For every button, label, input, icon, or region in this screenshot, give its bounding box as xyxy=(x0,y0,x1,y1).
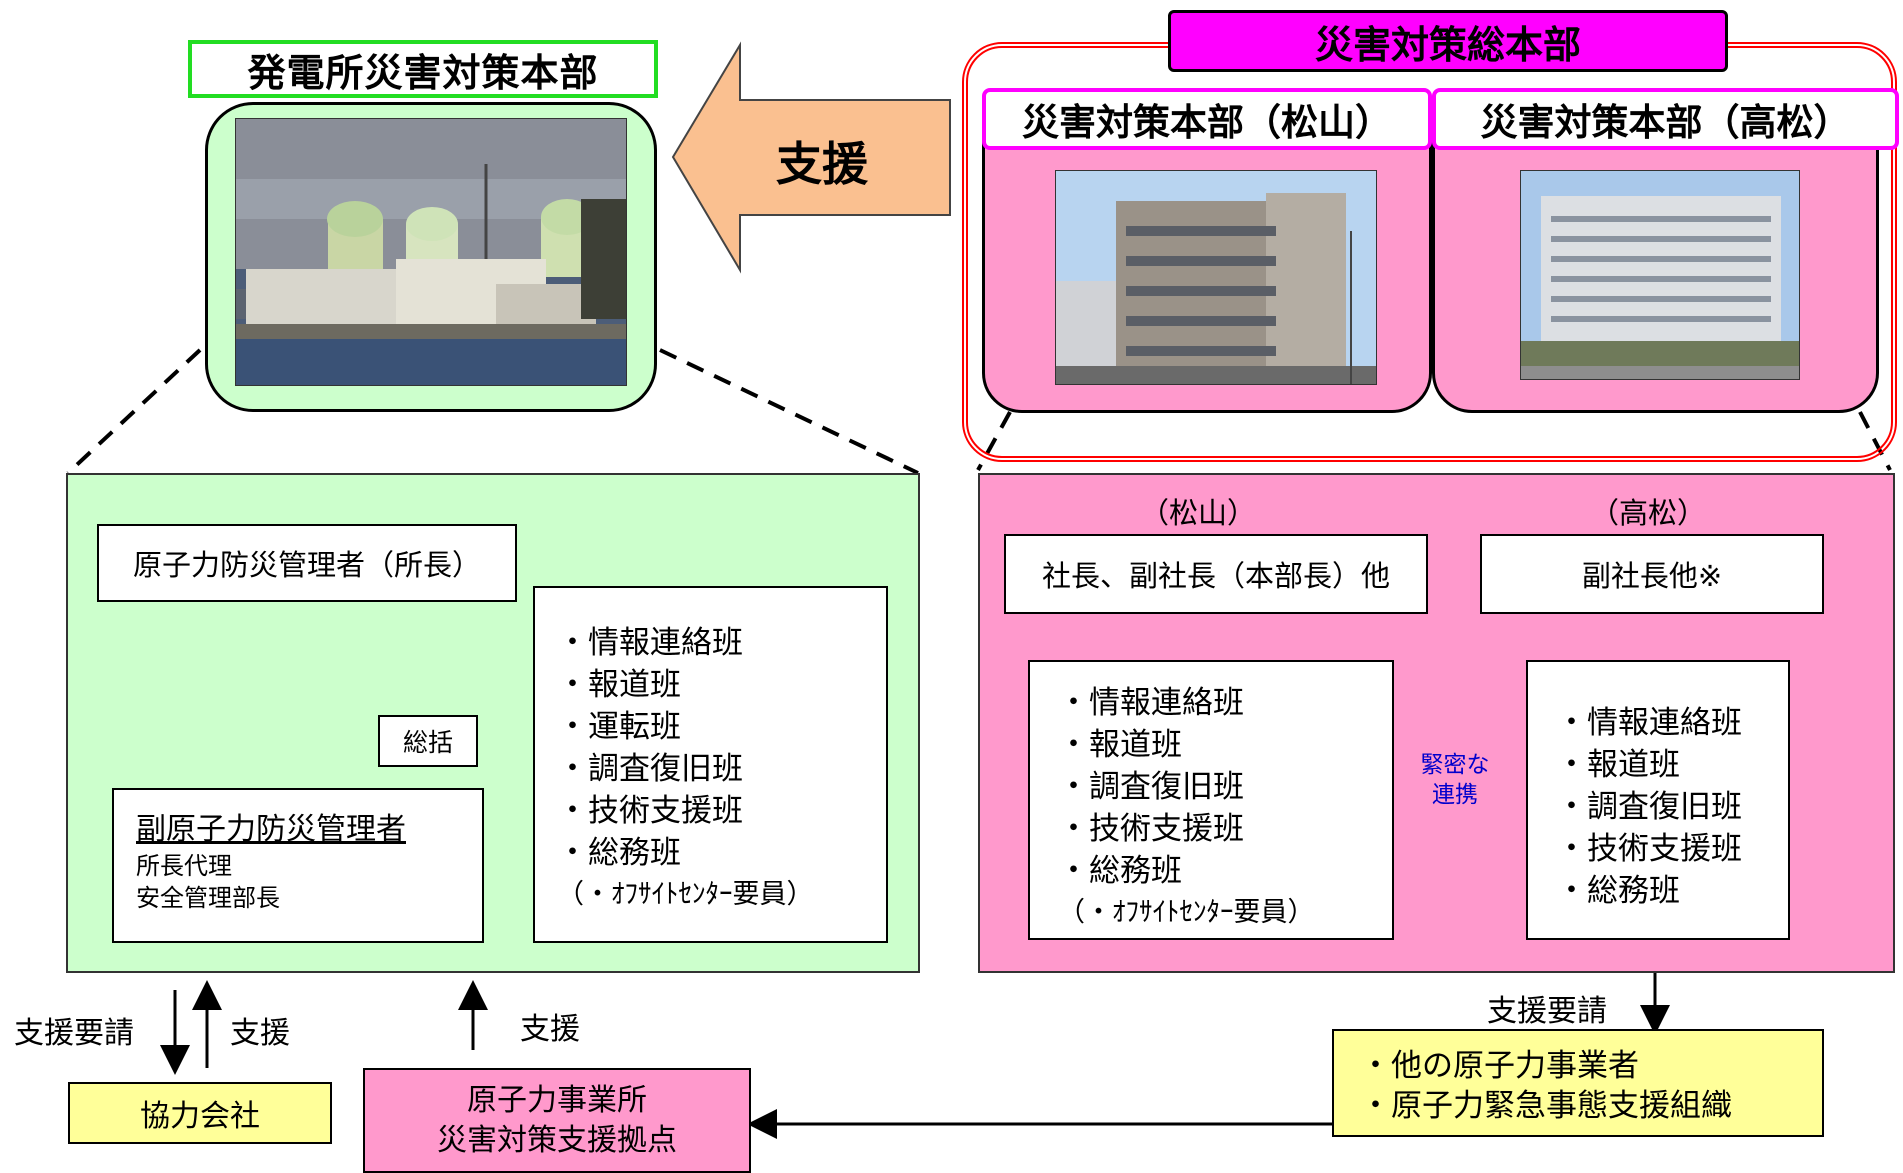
team-item: ・調査復旧班 xyxy=(1556,789,1742,825)
takamatsu-leaders-box: 副社長他※ xyxy=(1480,534,1824,614)
request-support-label: 支援要請 xyxy=(14,1016,134,1051)
team-item: ・総務班 xyxy=(1556,873,1680,909)
plant-teams-box: ・情報連絡班 ・報道班 ・運転班 ・調査復旧班 ・技術支援班 ・総務班 （・ｵﾌ… xyxy=(533,586,888,943)
takamatsu-label: （高松） xyxy=(1590,496,1707,530)
support-base-box: 原子力事業所 災害対策支援拠点 xyxy=(363,1068,751,1173)
deputy-line: 安全管理部長 xyxy=(136,884,280,912)
other-org-item: ・他の原子力事業者 xyxy=(1360,1048,1639,1084)
support-arrow xyxy=(671,41,951,274)
plant-hq-title: 発電所災害対策本部 xyxy=(188,40,658,98)
right-request-label: 支援要請 xyxy=(1487,994,1607,1029)
manager-box: 原子力防災管理者（所長） xyxy=(97,524,517,602)
team-item: ・技術支援班 xyxy=(1058,811,1244,847)
matsuyama-leaders-box: 社長、副社長（本部長）他 xyxy=(1004,534,1428,614)
team-item: ・報道班 xyxy=(1556,747,1680,783)
oversight-box: 総括 xyxy=(378,715,478,767)
support-base-line1: 原子力事業所 xyxy=(467,1082,647,1118)
team-item: ・情報連絡班 xyxy=(1058,685,1244,721)
matsuyama-label: （松山） xyxy=(1140,496,1257,530)
partner-company-box: 協力会社 xyxy=(68,1082,332,1144)
team-item: ・技術支援班 xyxy=(1556,831,1742,867)
coordination-line2: 連携 xyxy=(1432,782,1478,808)
dashed-connector-left xyxy=(66,348,202,475)
coordination-label: 緊密な 連携 xyxy=(1410,750,1500,810)
deputy-manager-box: 副原子力防災管理者 所長代理 安全管理部長 xyxy=(112,788,484,943)
dashed-connector-right xyxy=(659,348,919,475)
support-label-left: 支援 xyxy=(230,1016,290,1051)
team-item: （・ｵﾌｻｲﾄｾﾝﾀｰ要員） xyxy=(557,879,814,910)
team-item: ・報道班 xyxy=(1058,727,1182,763)
other-organizations-box: ・他の原子力事業者 ・原子力緊急事態支援組織 xyxy=(1332,1029,1824,1137)
matsuyama-hq-title: 災害対策本部（松山） xyxy=(982,88,1432,150)
team-item: ・報道班 xyxy=(557,667,681,703)
team-item: ・運転班 xyxy=(557,709,681,745)
support-arrow-label: 支援 xyxy=(776,137,868,191)
support-base-line2: 災害対策支援拠点 xyxy=(437,1122,677,1158)
team-item: ・技術支援班 xyxy=(557,793,743,829)
nuclear-plant-photo xyxy=(235,118,627,386)
deputy-manager-title: 副原子力防災管理者 xyxy=(136,812,406,847)
team-item: （・ｵﾌｻｲﾄｾﾝﾀｰ要員） xyxy=(1058,897,1315,928)
coordination-line1: 緊密な xyxy=(1420,752,1490,778)
takamatsu-teams-box: ・情報連絡班 ・報道班 ・調査復旧班 ・技術支援班 ・総務班 xyxy=(1526,660,1790,940)
team-item: ・総務班 xyxy=(557,835,681,871)
matsuyama-building-photo xyxy=(1055,170,1377,385)
team-item: ・情報連絡班 xyxy=(557,625,743,661)
matsuyama-teams-box: ・情報連絡班 ・報道班 ・調査復旧班 ・技術支援班 ・総務班 （・ｵﾌｻｲﾄｾﾝ… xyxy=(1028,660,1394,940)
deputy-line: 所長代理 xyxy=(136,852,232,880)
takamatsu-building-photo xyxy=(1520,170,1800,380)
team-item: ・調査復旧班 xyxy=(557,751,743,787)
team-item: ・調査復旧班 xyxy=(1058,769,1244,805)
general-hq-title: 災害対策総本部 xyxy=(1168,10,1728,72)
support-label-center: 支援 xyxy=(520,1012,580,1047)
team-item: ・情報連絡班 xyxy=(1556,705,1742,741)
team-item: ・総務班 xyxy=(1058,853,1182,889)
takamatsu-hq-title: 災害対策本部（高松） xyxy=(1432,88,1899,150)
other-org-item: ・原子力緊急事態支援組織 xyxy=(1360,1088,1732,1124)
